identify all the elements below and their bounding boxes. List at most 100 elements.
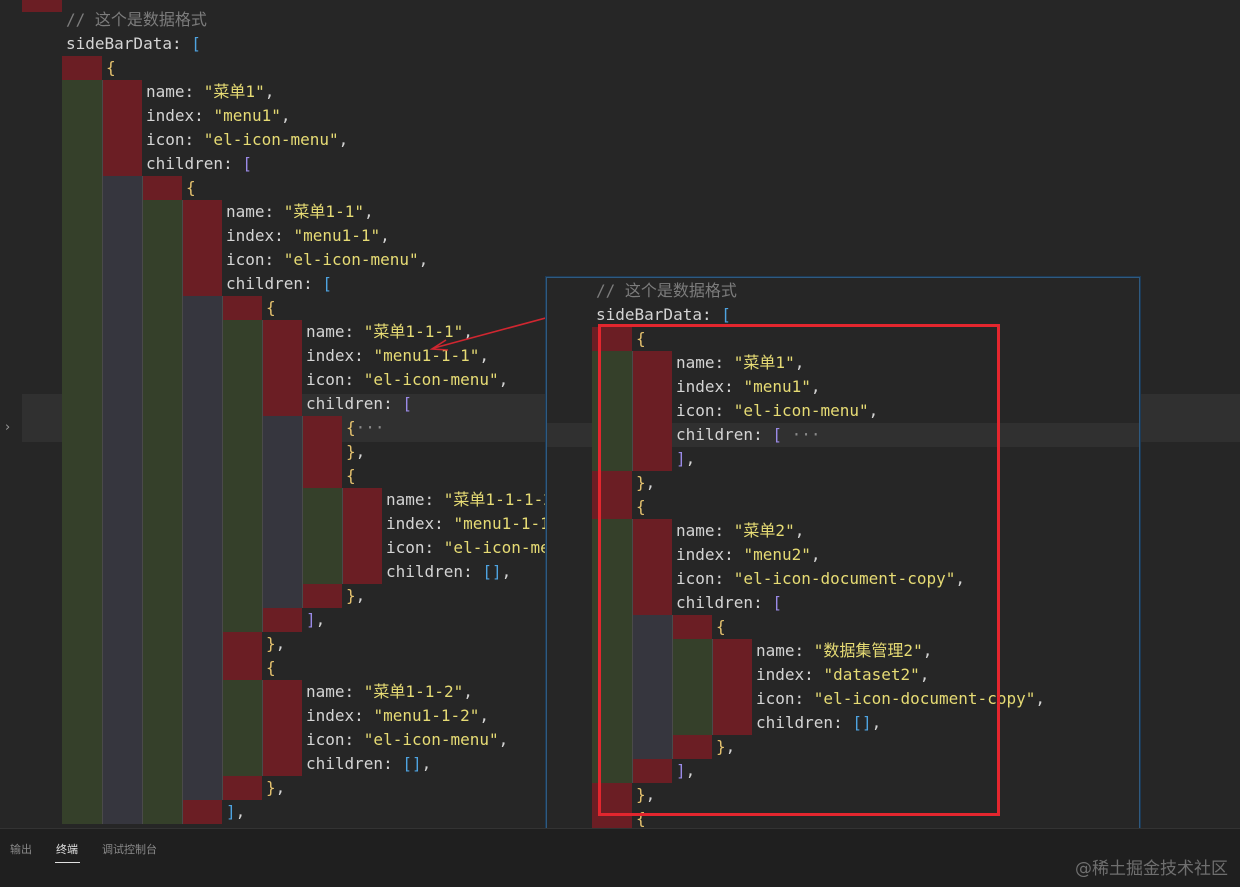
code-line[interactable]: icon: "el-icon-menu", (306, 728, 508, 752)
indent-block (262, 392, 302, 416)
indent-guide (222, 752, 223, 776)
code-line[interactable]: icon: "el-icon-menu", (386, 536, 588, 560)
code-token: , (275, 634, 286, 653)
indent-guide (102, 416, 103, 440)
code-line[interactable]: icon: "el-icon-document-copy", (756, 687, 1045, 711)
code-token: index: (676, 377, 744, 396)
code-line[interactable]: index: "menu1", (146, 104, 291, 128)
code-token: [ (402, 394, 412, 413)
code-line[interactable]: index: "dataset2", (756, 663, 929, 687)
code-line[interactable]: index: "menu1", (676, 375, 821, 399)
code-line[interactable]: icon: "el-icon-menu", (146, 128, 348, 152)
indent-block (102, 704, 142, 728)
code-line[interactable]: name: "菜单1-1", (226, 200, 374, 224)
code-line[interactable]: icon: "el-icon-menu", (306, 368, 508, 392)
code-line[interactable]: ], (676, 759, 695, 783)
code-line[interactable]: children: [ ··· (676, 423, 821, 447)
watermark: @稀土掘金技术社区 (1075, 859, 1228, 879)
code-line[interactable]: children: [ (226, 272, 332, 296)
code-line[interactable]: name: "菜单1", (146, 80, 274, 104)
indent-block (62, 416, 102, 440)
indent-block (222, 320, 262, 344)
indent-guide (142, 416, 143, 440)
code-token: // 这个是数据格式 (596, 281, 737, 300)
code-line[interactable]: // 这个是数据格式 (66, 8, 207, 32)
indent-block (632, 591, 672, 615)
tab-debug-console[interactable]: 调试控制台 (102, 843, 157, 856)
code-token: } (636, 785, 646, 804)
code-line[interactable]: name: "菜单2", (676, 519, 804, 543)
active-tab-indicator (55, 862, 80, 863)
code-line[interactable]: index: "menu1-1", (226, 224, 390, 248)
code-line[interactable]: }, (636, 471, 655, 495)
indent-guide (142, 392, 143, 416)
code-line[interactable]: }, (636, 783, 655, 807)
indent-block (182, 416, 222, 440)
code-line[interactable]: children: [], (306, 752, 431, 776)
code-line[interactable]: children: [], (756, 711, 881, 735)
code-line[interactable]: {··· (346, 416, 385, 440)
code-line[interactable]: ], (226, 800, 245, 824)
indent-guide (222, 512, 223, 536)
code-line[interactable]: { (636, 327, 646, 351)
code-line[interactable]: index: "menu1-1-2", (306, 704, 489, 728)
code-line[interactable]: { (106, 56, 116, 80)
indent-guide (632, 567, 633, 591)
code-line[interactable]: name: "菜单1-1-1-2", (386, 488, 572, 512)
code-line[interactable]: children: [ (306, 392, 412, 416)
code-line[interactable]: icon: "el-icon-document-copy", (676, 567, 965, 591)
code-line[interactable]: children: [ (676, 591, 782, 615)
code-line[interactable]: name: "数据集管理2", (756, 639, 932, 663)
code-token: , (922, 641, 933, 660)
code-line[interactable]: { (266, 656, 276, 680)
code-line[interactable]: ], (676, 447, 695, 471)
code-line[interactable]: icon: "el-icon-menu", (226, 248, 428, 272)
code-token: name: (676, 353, 734, 372)
indent-guide (342, 488, 343, 512)
indent-block (102, 488, 142, 512)
indent-guide (632, 615, 633, 639)
code-line[interactable]: children: [ (146, 152, 252, 176)
code-line[interactable]: }, (266, 776, 285, 800)
code-line[interactable]: }, (716, 735, 735, 759)
indent-block (222, 656, 262, 680)
code-line[interactable]: name: "菜单1", (676, 351, 804, 375)
code-line[interactable]: index: "menu1-1-1", (306, 344, 489, 368)
indent-block (632, 687, 672, 711)
chevron-right-icon[interactable]: › (5, 420, 11, 435)
code-line[interactable]: icon: "el-icon-menu", (676, 399, 878, 423)
code-line[interactable]: children: [], (386, 560, 511, 584)
indent-guide (142, 608, 143, 632)
tab-terminal[interactable]: 终端 (56, 843, 78, 856)
code-line[interactable]: sideBarData: [ (596, 303, 731, 327)
indent-block (142, 608, 182, 632)
code-line[interactable]: { (346, 464, 356, 488)
indent-block (262, 560, 302, 584)
code-token: "menu1" (743, 377, 811, 396)
code-line[interactable]: }, (346, 584, 365, 608)
indent-guide (712, 639, 713, 663)
code-line[interactable]: { (186, 176, 196, 200)
indent-block (62, 608, 102, 632)
code-line[interactable]: { (716, 615, 726, 639)
indent-block (182, 560, 222, 584)
code-line[interactable]: }, (266, 632, 285, 656)
code-line[interactable]: name: "菜单1-1-1", (306, 320, 473, 344)
code-line[interactable]: { (636, 807, 646, 831)
code-line[interactable]: { (636, 495, 646, 519)
code-line[interactable]: name: "菜单1-1-2", (306, 680, 473, 704)
code-line[interactable]: sideBarData: [ (66, 32, 201, 56)
code-line[interactable]: ], (306, 608, 325, 632)
indent-block (302, 440, 342, 464)
indent-block (102, 416, 142, 440)
code-token: "菜单1" (733, 353, 795, 372)
indent-block (142, 200, 182, 224)
tab-output[interactable]: 输出 (10, 843, 32, 856)
indent-block (142, 800, 182, 824)
code-token: icon: (306, 370, 364, 389)
code-line[interactable]: }, (346, 440, 365, 464)
code-line[interactable]: // 这个是数据格式 (596, 279, 737, 303)
indent-guide (262, 560, 263, 584)
code-line[interactable]: { (266, 296, 276, 320)
code-line[interactable]: index: "menu2", (676, 543, 821, 567)
